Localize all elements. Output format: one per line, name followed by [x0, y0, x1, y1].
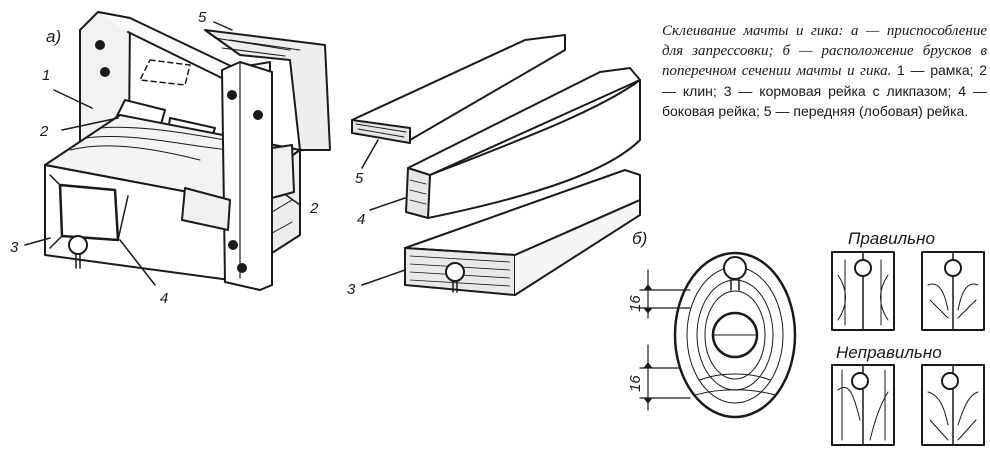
label-5-top: 5 — [198, 9, 207, 26]
caption-title: Склеивание мачты и гика: а — приспособле… — [662, 23, 987, 79]
batten-aft — [404, 169, 641, 256]
label-2-left: 2 — [39, 123, 49, 140]
press-fixture-drawing — [24, 11, 331, 291]
label-part-b: б) — [632, 229, 647, 248]
cross-section-drawing — [639, 251, 797, 419]
wedge-dashed — [139, 59, 191, 86]
label-4-left: 4 — [160, 290, 168, 307]
figure-caption: Склеивание мачты и гика: а — приспособле… — [662, 22, 987, 123]
dimension-label-1: 16 — [627, 295, 644, 312]
label-1: 1 — [42, 67, 50, 84]
label-3-left: 3 — [10, 239, 19, 256]
battens-drawing — [351, 34, 641, 296]
label-correct: Правильно — [848, 229, 935, 248]
label-part-a: а) — [46, 27, 61, 46]
label-4-batten: 4 — [357, 211, 365, 228]
correct-patterns — [831, 251, 985, 331]
label-2-right: 2 — [309, 200, 319, 217]
label-incorrect: Неправильно — [836, 343, 942, 362]
dimension-label-2: 16 — [627, 375, 644, 392]
incorrect-patterns — [831, 364, 985, 446]
label-3-batten: 3 — [347, 281, 356, 298]
caption-legend: 1 — рамка; 2 — клин; 3 — кормовая рейка … — [662, 62, 988, 119]
label-5-batten: 5 — [355, 170, 364, 187]
